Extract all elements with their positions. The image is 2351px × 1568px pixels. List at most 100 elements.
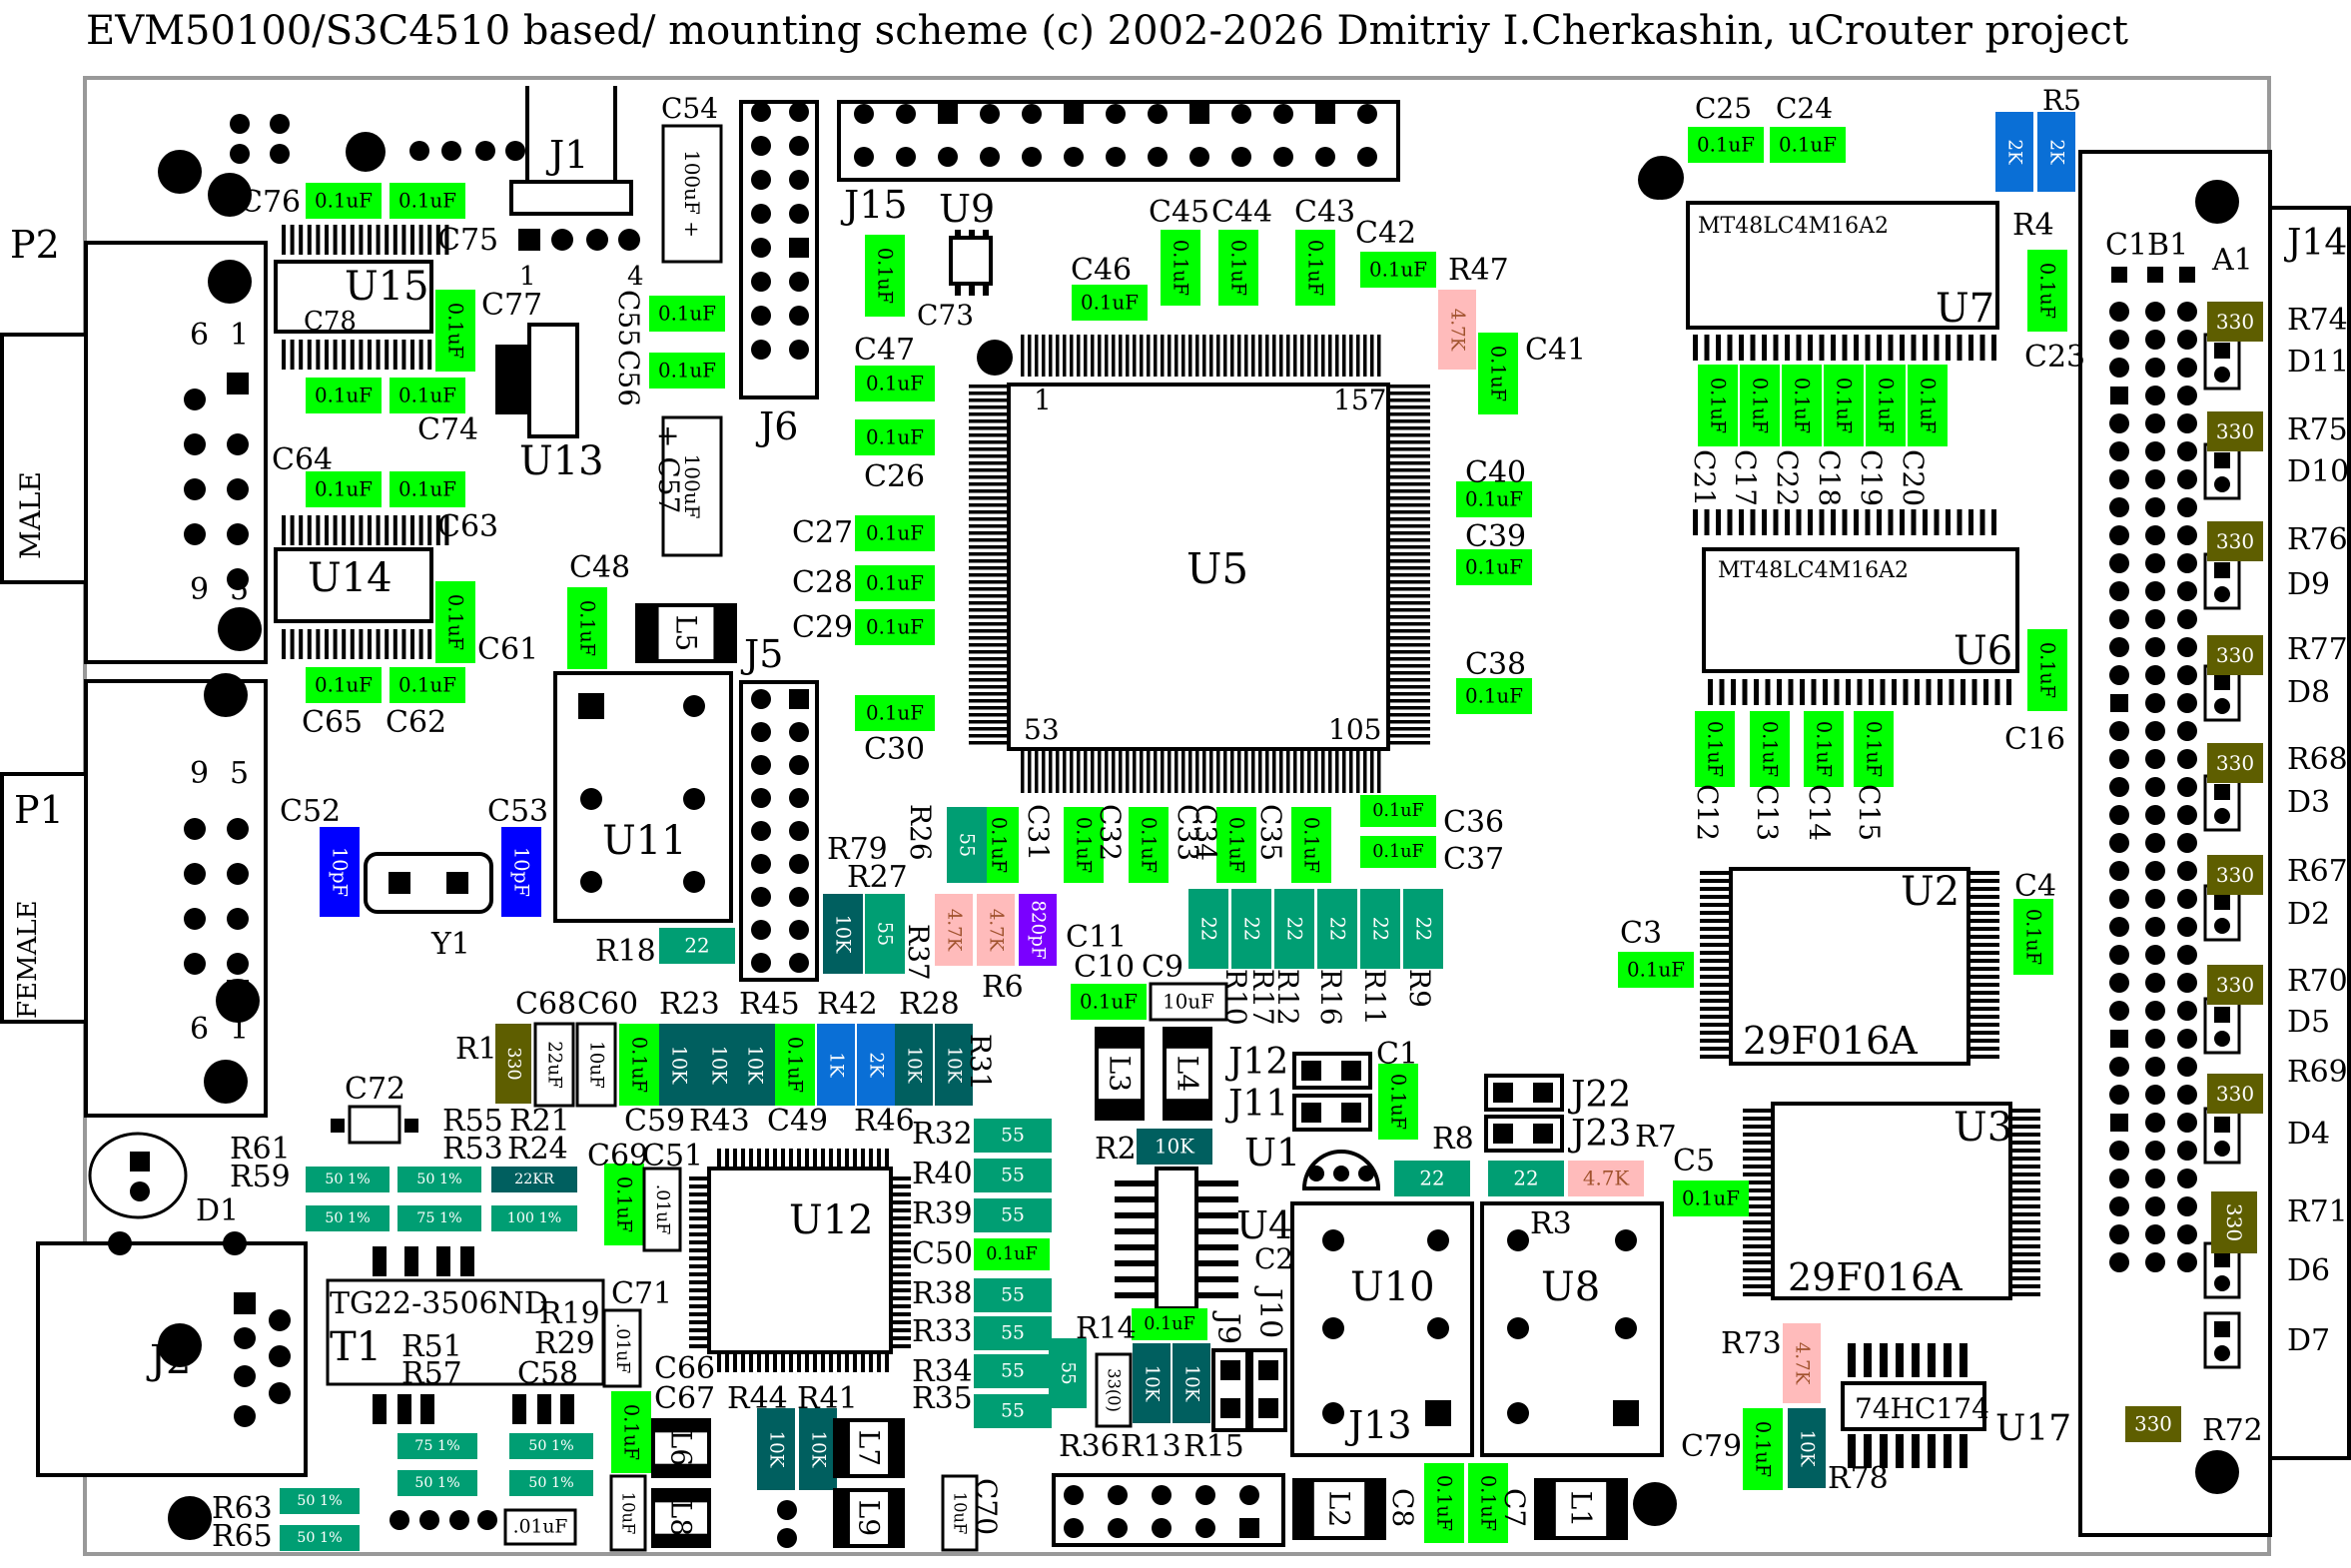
label-C74: C74: [417, 412, 478, 447]
resistor-48: 50 1%: [509, 1433, 593, 1459]
label-u5p1: 1: [1034, 384, 1052, 416]
capacitor-value: 0.1uF: [1875, 378, 1898, 433]
label-J10: J10: [1252, 1285, 1287, 1338]
label-C62: C62: [386, 705, 446, 740]
transformer-t1: [326, 1278, 605, 1386]
resistor-value: 2K: [2046, 139, 2067, 165]
label-C69: C69: [587, 1139, 648, 1174]
electrolytic-7: 10uF: [609, 1474, 647, 1552]
capacitor-value: 0.1uF: [1387, 1074, 1410, 1130]
label-HC: 74HC174: [1855, 1392, 1989, 1425]
label-C32: C32: [1094, 804, 1127, 861]
capacitor-value: 0.1uF: [1749, 378, 1772, 433]
resistor-22: 10K: [935, 1024, 973, 1106]
label-C23: C23: [2024, 340, 2085, 375]
resistor-value: 50 1%: [528, 1438, 573, 1454]
capacitor-value: 0.1uF: [1304, 240, 1327, 296]
resistor-value: 55: [1001, 1126, 1025, 1147]
capacitor-value: 0.1uF: [613, 1176, 636, 1232]
capacitor-10: 0.1uF: [649, 296, 725, 332]
label-R69: R69: [2287, 1055, 2348, 1090]
smd-parts: 0.1uF 0.1uF 0.1uF 0.1uF 0.1uF 0.1uF 0.1uF 0.1uF…: [280, 112, 2263, 1552]
label-R67: R67: [2287, 854, 2348, 889]
capacitor-39: 0.1uF: [1698, 365, 1738, 446]
resistor-16: 10K: [659, 1024, 699, 1106]
label-C25: C25: [1695, 92, 1752, 125]
label-R4: R4: [2012, 208, 2054, 243]
capacitor-2: 0.1uF: [435, 290, 475, 372]
label-p1b: 1: [230, 1012, 249, 1047]
label-p9b: 9: [190, 756, 209, 791]
chip-u5: [977, 340, 1390, 751]
label-R65: R65: [212, 1519, 273, 1554]
label-C1B1: C1B1: [2105, 228, 2188, 263]
capacitor-value: 0.1uF: [2022, 909, 2045, 965]
capacitor-value: 0.1uF: [1465, 685, 1523, 708]
capacitor-value: 10pF: [329, 847, 352, 897]
inductor-label: L5: [670, 615, 703, 651]
label-C16: C16: [2004, 722, 2065, 757]
label-R71: R71: [2287, 1194, 2348, 1229]
resistor-5: 4.7K: [977, 894, 1015, 966]
capacitor-value: 0.1uF: [1682, 1187, 1740, 1210]
label-C36: C36: [1443, 805, 1504, 840]
resistor-value: 55: [874, 922, 897, 946]
label-R9: R9: [1403, 969, 1436, 1008]
label-F2: 29F016A: [1788, 1255, 1962, 1299]
label-TG: TG22-3506ND: [330, 1286, 548, 1321]
inductor-7: L2: [1292, 1478, 1386, 1540]
electrolytic-0: 100uF +: [661, 124, 723, 264]
capacitor-60: 0.1uF: [619, 1024, 659, 1106]
label-U2: U2: [1901, 869, 1959, 915]
resistor-59: 330: [2207, 965, 2263, 1005]
capacitor-40: 0.1uF: [1740, 365, 1780, 446]
capacitor-value: 0.1uF: [1813, 721, 1836, 777]
resistor-value: 10K: [904, 1047, 925, 1084]
label-C51: C51: [642, 1139, 703, 1174]
capacitor-value: 0.1uF: [986, 1244, 1038, 1264]
label-C55: C55: [612, 290, 645, 347]
chip-u4: [1155, 1167, 1198, 1310]
resistor-value: 22: [1240, 917, 1263, 941]
connector-p1: [0, 679, 268, 1118]
capacitor-18: 0.1uF: [855, 609, 935, 645]
inductor-1: L3: [1095, 1027, 1145, 1121]
label-R27: R27: [847, 860, 908, 895]
label-R74: R74: [2287, 303, 2348, 338]
resistor-36: 4.7K: [1568, 1161, 1644, 1196]
capacitor-value: 820pF: [1028, 900, 1049, 959]
chip-u12: [707, 1167, 893, 1354]
capacitor-62: 0.1uF: [604, 1164, 644, 1245]
label-C48: C48: [569, 550, 630, 585]
electrolytic-value: .01uF: [513, 1517, 568, 1538]
label-J15: J15: [840, 183, 908, 227]
capacitor-value: 0.1uF: [1300, 817, 1323, 873]
resistor-29: 55: [974, 1394, 1052, 1428]
resistor-50: 50 1%: [509, 1470, 593, 1496]
label-C1: C1: [1376, 1037, 1418, 1072]
capacitor-value: 0.1uF: [866, 522, 924, 545]
capacitor-6: 0.1uF: [390, 471, 465, 507]
chip-u9: [949, 236, 993, 286]
resistor-value: 22: [1369, 917, 1392, 941]
capacitor-34: 0.1uF: [1216, 807, 1256, 883]
electrolytic-value: 100uF: [680, 454, 704, 519]
capacitor-27: 0.1uF: [1456, 549, 1532, 585]
label-C17: C17: [1729, 449, 1762, 506]
label-R28: R28: [899, 987, 960, 1022]
resistor-30: 55: [1049, 1338, 1087, 1408]
capacitor-20: 0.1uF: [1072, 285, 1148, 321]
resistor-0: 22: [659, 928, 735, 964]
label-C26: C26: [864, 459, 925, 494]
label-C64: C64: [272, 442, 333, 477]
label-J14: J14: [2283, 223, 2347, 264]
label-D8: D8: [2287, 675, 2330, 710]
capacitor-value: 0.1uF: [1791, 378, 1814, 433]
label-C21: C21: [1688, 449, 1721, 506]
electrolytic-value: .01uF: [612, 1323, 632, 1374]
label-R23: R23: [659, 987, 720, 1022]
capacitor-23: 0.1uF: [1295, 230, 1335, 306]
label-U4: U4: [1236, 1203, 1292, 1247]
resistor-value: 22KR: [514, 1172, 555, 1187]
capacitor-56: 0.1uF: [1468, 1463, 1508, 1543]
